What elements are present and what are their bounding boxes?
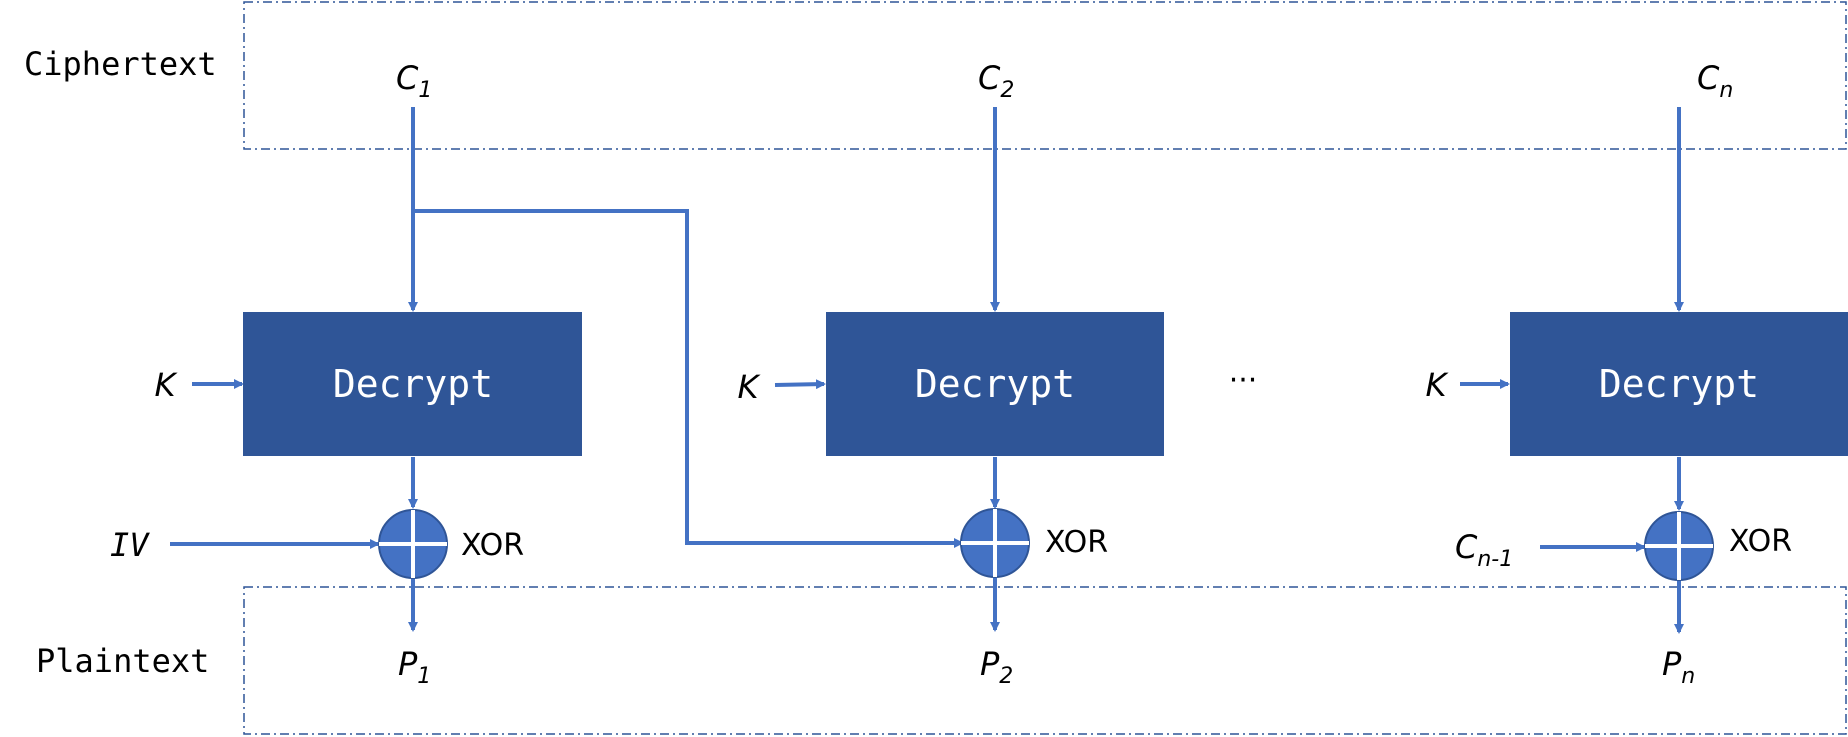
ciphertext-region [243, 1, 1847, 150]
xor-n-label: XOR [1729, 524, 1792, 559]
plain-label-1: P1 [398, 645, 431, 689]
cipher-label-1: C1 [396, 59, 432, 103]
key-label-1: K [155, 366, 179, 404]
key-label-2: K [738, 368, 762, 406]
k2-arrow [774, 379, 826, 390]
plaintext-label: Plaintext [36, 642, 209, 680]
plaintext-region [243, 586, 1847, 735]
ciphertext-label: Ciphertext [24, 45, 217, 83]
cn-minus-1-label: Cn-1 [1455, 528, 1513, 572]
decrypt-box-1-label: Decrypt [333, 362, 493, 406]
xor-1-label: XOR [461, 528, 524, 563]
xor-n [1644, 511, 1714, 581]
iv-label: IV [110, 526, 150, 564]
xor-2-label: XOR [1045, 525, 1108, 560]
decrypt-box-n: Decrypt [1510, 312, 1848, 456]
decrypt-box-n-label: Decrypt [1599, 362, 1759, 406]
xor-2 [960, 508, 1030, 578]
plain-label-n: Pn [1662, 645, 1695, 689]
wires [170, 107, 1684, 634]
decrypt-box-2-label: Decrypt [915, 362, 1075, 406]
cipher-label-2: C2 [978, 59, 1014, 103]
decrypt-box-2: Decrypt [826, 312, 1164, 456]
ellipsis: ··· [1229, 363, 1258, 398]
key-label-n: K [1426, 366, 1450, 404]
cipher-label-n: Cn [1697, 59, 1733, 103]
c1-feedback-arrow [413, 209, 964, 548]
plain-label-2: P2 [980, 645, 1013, 689]
xor-1 [378, 509, 448, 579]
decrypt-box-1: Decrypt [243, 312, 582, 456]
